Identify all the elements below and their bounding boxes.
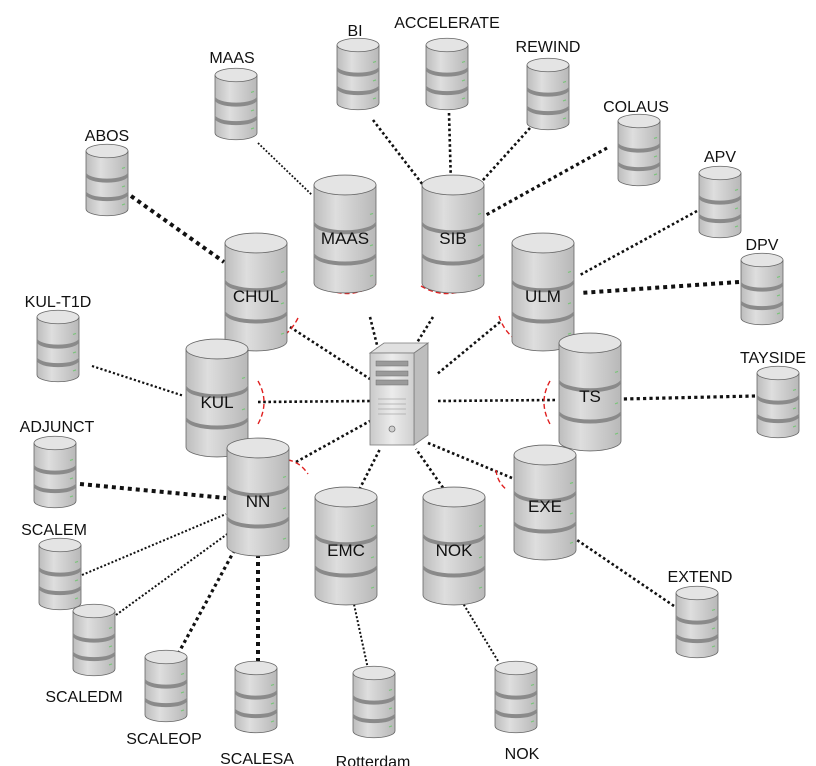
server-tower-icon: [368, 342, 430, 446]
link-apv-ulm: [579, 209, 698, 277]
link-adjunct-nn: [79, 482, 227, 500]
source-label: DPV: [746, 237, 779, 254]
link-dpv-ulm: [579, 280, 740, 295]
source-label: ACCELERATE: [394, 15, 500, 32]
hub-database-ulm: ULM: [511, 232, 575, 352]
source-database-apv: [698, 165, 742, 239]
source-label: SCALEOP: [126, 731, 202, 748]
connections-layer: [79, 112, 756, 670]
hub-label: TS: [579, 387, 601, 406]
hub-label: SIB: [439, 229, 466, 248]
privacy-barrier-arc: [257, 380, 265, 425]
link-chul-server: [289, 325, 371, 381]
source-label: NOK: [505, 746, 540, 763]
hub-label: CHUL: [233, 287, 279, 306]
source-label: SCALEDM: [45, 689, 122, 706]
link-kul-t1d-kul: [91, 364, 185, 398]
source-label: EXTEND: [668, 569, 733, 586]
privacy-barrier-arc: [265, 317, 299, 346]
hub-database-chul: CHUL: [224, 232, 288, 352]
source-label: APV: [704, 149, 736, 166]
source-database-scalesa: [234, 660, 278, 734]
link-scaledm-nn: [115, 531, 231, 616]
hub-label: MAAS: [321, 229, 369, 248]
hub-database-exe: EXE: [513, 444, 577, 561]
source-label: SCALEM: [21, 522, 87, 539]
privacy-barrier-arc: [498, 315, 529, 347]
link-accelerate-sib: [447, 112, 453, 186]
source-label: BI: [347, 23, 362, 40]
source-label: REWIND: [516, 39, 581, 56]
hub-database-nok: NOK: [422, 486, 486, 606]
hub-label: EXE: [528, 497, 562, 516]
hub-database-maas: MAAS: [313, 174, 377, 294]
source-database-extend: [675, 585, 719, 659]
source-database-bi: [336, 37, 380, 111]
hub-database-emc: EMC: [314, 486, 378, 606]
privacy-barrier-arc: [287, 459, 309, 475]
source-label: COLAUS: [603, 99, 669, 116]
source-database-adjunct: [33, 435, 77, 509]
link-abos-chul: [129, 194, 226, 264]
link-ulm-server: [435, 320, 501, 377]
source-database-kul-t1d: [36, 309, 80, 383]
hub-database-kul: KUL: [185, 338, 249, 458]
source-label: ABOS: [85, 128, 129, 145]
link-rotterdam-emc: [351, 594, 369, 670]
source-database-scaledm: [72, 603, 116, 677]
source-database-nok_src: [494, 660, 538, 734]
link-kul-server: [257, 399, 371, 404]
hub-label: EMC: [327, 541, 365, 560]
link-extend-exe: [576, 538, 675, 608]
source-database-scalem: [38, 537, 82, 611]
privacy-barrier-arc: [543, 380, 551, 425]
source-label: KUL-T1D: [25, 294, 92, 311]
hub-database-nn: NN: [226, 437, 290, 557]
link-nn-server: [295, 419, 371, 464]
source-database-rewind: [526, 57, 570, 131]
central-server: [368, 342, 430, 446]
link-ts-server: [437, 398, 556, 403]
link-nok_src-nok: [457, 594, 499, 662]
link-maas_src-maas: [257, 142, 313, 196]
source-database-rotterdam: [352, 665, 396, 739]
hub-label: NN: [246, 492, 271, 511]
link-tayside-ts: [622, 394, 756, 401]
source-database-abos: [85, 143, 129, 217]
privacy-barrier-arc: [495, 469, 508, 491]
nodes-layer: MAAS SIB CHUL ULM KUL TS NN EXE EMC NOK BI ACCELERA…: [20, 15, 806, 766]
source-database-colaus: [617, 113, 661, 187]
source-database-dpv: [740, 252, 784, 326]
source-database-tayside: [756, 365, 800, 439]
source-label: MAAS: [209, 50, 254, 67]
source-label: ADJUNCT: [20, 419, 95, 436]
source-label: TAYSIDE: [740, 350, 806, 367]
source-database-accelerate: [425, 37, 469, 111]
source-database-maas_src: [214, 67, 258, 141]
link-exe-server: [427, 441, 513, 480]
link-colaus-sib: [485, 146, 608, 217]
source-database-scaleop: [144, 649, 188, 723]
link-scalem-nn: [81, 513, 227, 576]
hub-label: KUL: [200, 393, 233, 412]
link-bi-sib: [371, 119, 425, 186]
link-nok-server: [414, 448, 448, 493]
link-rewind-sib: [473, 127, 531, 191]
link-maas-server: [368, 316, 382, 358]
hub-database-sib: SIB: [421, 174, 485, 294]
source-label: SCALESA: [220, 751, 294, 766]
hub-label: ULM: [525, 287, 561, 306]
hub-label: NOK: [436, 541, 474, 560]
source-label: Rotterdam: [336, 754, 411, 766]
link-emc-server: [355, 448, 382, 495]
hub-database-ts: TS: [558, 332, 622, 452]
link-scaleop-nn: [176, 539, 242, 655]
